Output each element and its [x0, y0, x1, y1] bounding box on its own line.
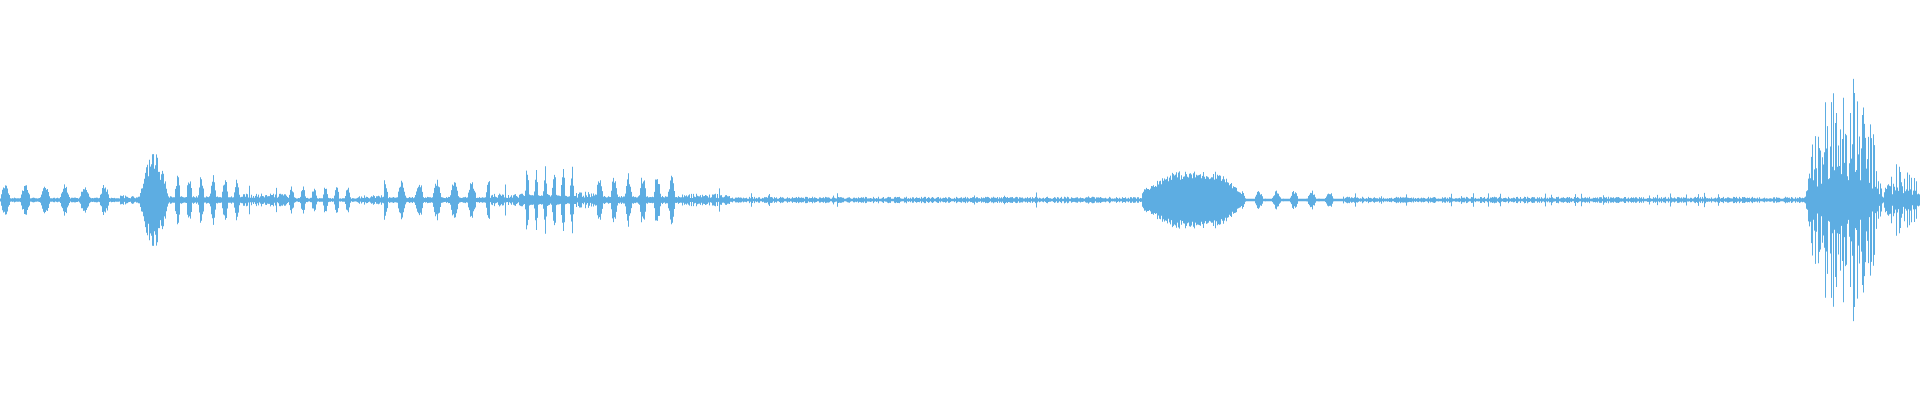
waveform-trace [0, 78, 1920, 322]
waveform-amplitude-path [0, 78, 1920, 322]
